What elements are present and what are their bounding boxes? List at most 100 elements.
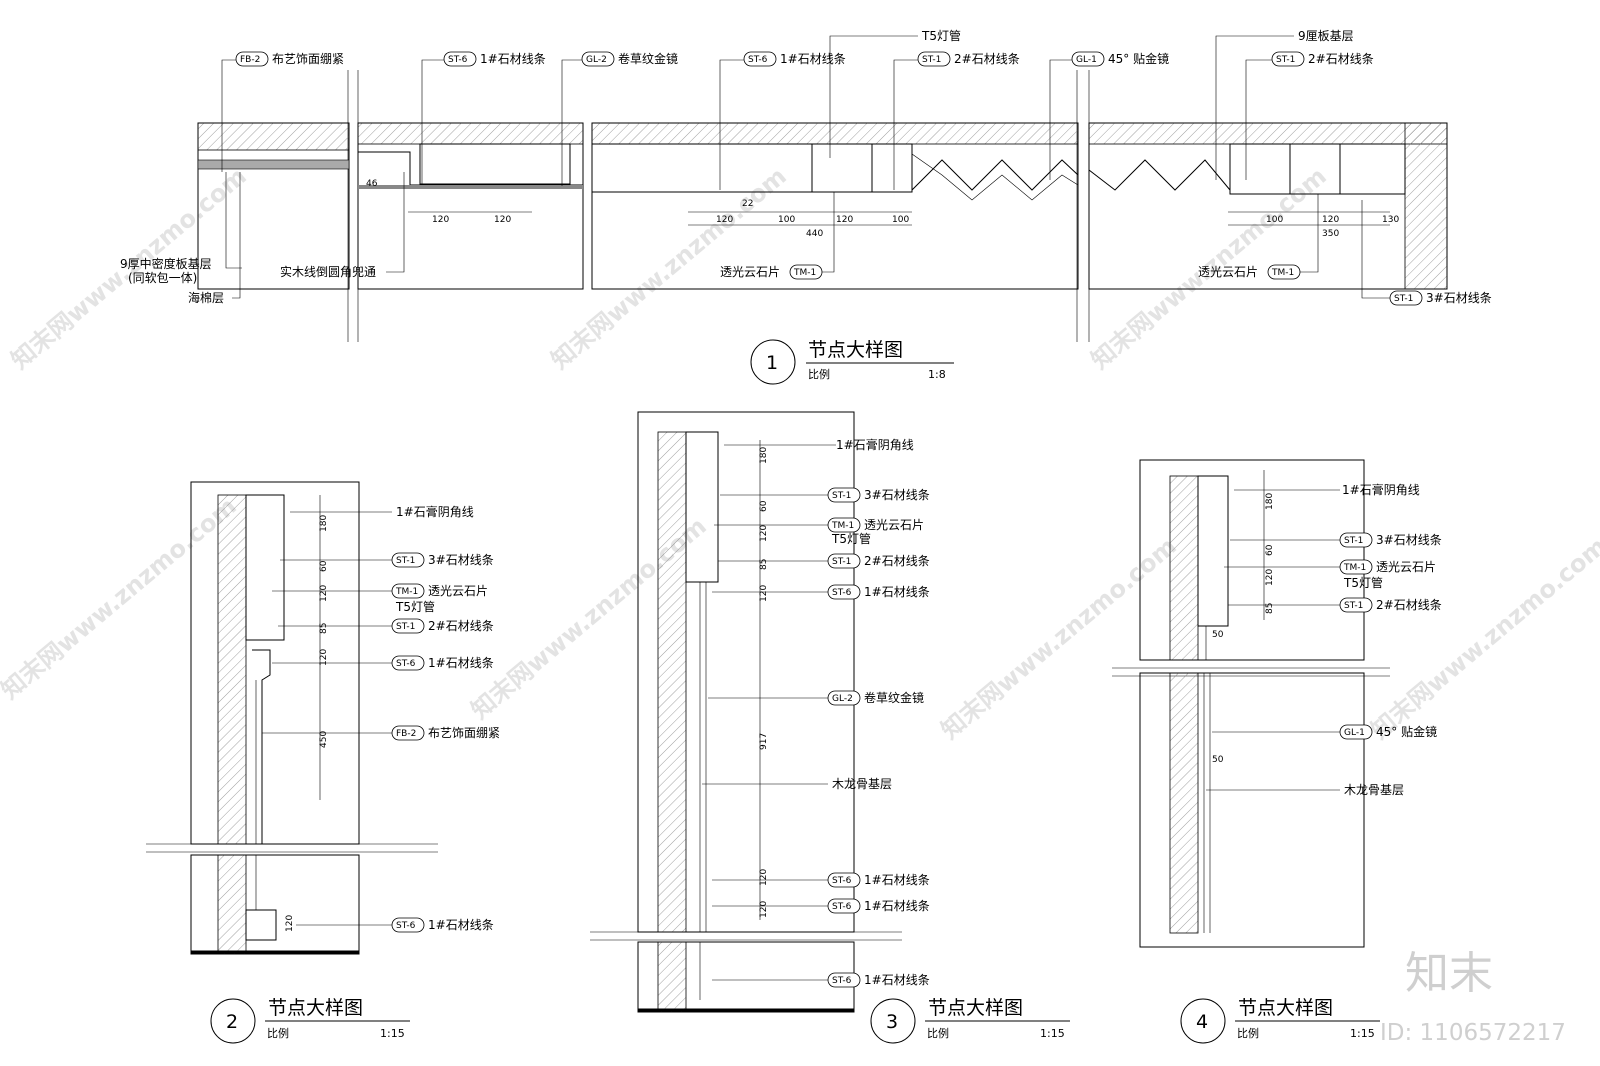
callout-label: 透光云石片	[1198, 265, 1258, 279]
callout-label: 布艺饰面绷紧	[272, 51, 344, 66]
callout-label: 透光云石片	[1376, 560, 1436, 574]
material-code: TM-1	[793, 268, 816, 278]
dim-label: 180	[1265, 493, 1275, 510]
detail-number: 1	[766, 352, 778, 374]
material-code: ST-6	[396, 659, 416, 669]
callout-label: 3#石材线条	[864, 488, 930, 502]
callout-label: 2#石材线条	[954, 52, 1020, 66]
callout-label: 海棉层	[188, 290, 224, 305]
callout-label: 1#石材线条	[428, 918, 494, 932]
callout-label: T5灯管	[1343, 575, 1383, 590]
watermark-text: 知末网www.znzmo.com	[936, 532, 1182, 745]
detail-4-title: 4 节点大样图 比例 1:15	[1180, 997, 1380, 1044]
dim-label: 180	[319, 515, 329, 532]
callout-label: 1#石材线条	[864, 873, 930, 887]
id-text: ID: 1106572217	[1380, 1020, 1566, 1046]
callout-label: 3#石材线条	[1376, 533, 1442, 547]
callout-label: 透光云石片	[428, 584, 488, 598]
callout-label: 3#石材线条	[428, 553, 494, 567]
dim-label: 85	[1265, 603, 1275, 614]
dim-label: 120	[716, 215, 733, 225]
callout-label: 9厘板基层	[1298, 29, 1354, 43]
callout-label: 2#石材线条	[428, 619, 494, 633]
material-code: ST-1	[1344, 601, 1363, 611]
dim-label: 130	[1382, 215, 1399, 225]
material-code: FB-2	[240, 55, 260, 65]
material-code: ST-1	[1394, 294, 1413, 304]
material-code: GL-1	[1076, 55, 1097, 65]
material-code: TM-1	[395, 587, 418, 597]
dim-label: 50	[1212, 630, 1224, 640]
scale-value: 1:15	[1350, 1027, 1375, 1040]
dim-label: 440	[806, 229, 823, 239]
callout-label: 2#石材线条	[864, 554, 930, 568]
material-code: ST-1	[922, 55, 941, 65]
brand-logo-text: 知末	[1405, 948, 1493, 999]
detail-2-title: 2 节点大样图 比例 1:15	[210, 997, 410, 1044]
dim-label: 120	[1322, 215, 1339, 225]
dim-label: 100	[892, 215, 909, 225]
callout-label: T5灯管	[921, 28, 961, 43]
callout-label: 1#石膏阴角线	[1342, 482, 1420, 497]
dim-label: 50	[1212, 755, 1224, 765]
dim-label: 120	[836, 215, 853, 225]
dim-label: 120	[1265, 569, 1275, 586]
material-code: ST-6	[832, 976, 852, 986]
detail-2-callouts: 1#石膏阴角线 ST-1 3#石材线条 TM-1 透光云石片 T5灯管 ST-1…	[262, 504, 500, 933]
dim-label: 120	[759, 869, 769, 886]
detail-3-title: 3 节点大样图 比例 1:15	[870, 997, 1070, 1044]
detail-4-drawing	[1112, 459, 1390, 948]
material-code: ST-1	[832, 557, 851, 567]
callout-label: 透光云石片	[864, 518, 924, 532]
watermark-text: 知末网www.znzmo.com	[0, 492, 242, 705]
detail-number: 3	[886, 1011, 898, 1033]
detail-title: 节点大样图	[268, 997, 363, 1019]
material-code: GL-1	[1344, 728, 1365, 738]
detail-1-drawing	[197, 70, 1448, 342]
callout-label: 透光云石片	[720, 265, 780, 279]
material-code: ST-1	[1344, 536, 1363, 546]
callout-label: 1#石材线条	[864, 585, 930, 599]
callout-label: T5灯管	[395, 599, 435, 614]
dim-label: 120	[285, 915, 295, 932]
dim-label: 85	[319, 623, 329, 634]
material-code: ST-1	[396, 622, 415, 632]
dim-label: 120	[319, 649, 329, 666]
callout-label: 实木线倒圆角兜通	[280, 264, 376, 279]
material-code: GL-2	[586, 55, 607, 65]
dim-label: 180	[759, 447, 769, 464]
dim-label: 60	[1265, 544, 1275, 556]
detail-3-dimensions: 180 60 120 85 120 917 120 120	[759, 447, 769, 918]
dim-label: 100	[778, 215, 795, 225]
dim-label: 60	[759, 500, 769, 512]
detail-title: 节点大样图	[808, 339, 903, 361]
detail-2-dimensions: 180 60 120 85 120 450 120	[285, 515, 329, 932]
callout-label: 木龙骨基层	[1344, 783, 1404, 797]
dim-label: 917	[759, 733, 769, 750]
detail-4-callouts: 1#石膏阴角线 ST-1 3#石材线条 TM-1 透光云石片 T5灯管 ST-1…	[1206, 482, 1442, 797]
callout-label: 1#石材线条	[864, 973, 930, 987]
detail-title: 节点大样图	[1238, 997, 1333, 1019]
callout-label: 1#石材线条	[428, 656, 494, 670]
callout-label: 2#石材线条	[1376, 598, 1442, 612]
scale-label: 比例	[267, 1026, 289, 1040]
dim-label: 450	[319, 731, 329, 748]
scale-value: 1:15	[380, 1027, 405, 1040]
material-code: ST-6	[396, 921, 416, 931]
material-code: ST-1	[396, 556, 415, 566]
detail-number: 2	[226, 1011, 238, 1033]
dim-label: 120	[759, 901, 769, 918]
detail-4-dimensions: 180 60 120 85 50 50	[1212, 493, 1275, 765]
callout-label: 木龙骨基层	[832, 777, 892, 791]
material-code: ST-6	[832, 902, 852, 912]
callout-label: 1#石膏阴角线	[836, 437, 914, 452]
detail-1-title: 1 节点大样图 比例 1:8	[750, 339, 954, 385]
detail-3-drawing	[590, 411, 902, 1013]
scale-label: 比例	[927, 1026, 949, 1040]
dim-label: 350	[1322, 229, 1339, 239]
dim-label: 120	[432, 215, 449, 225]
dim-label: 46	[366, 179, 378, 189]
material-code: ST-6	[748, 55, 768, 65]
callout-label: 9厚中密度板基层	[120, 256, 212, 271]
